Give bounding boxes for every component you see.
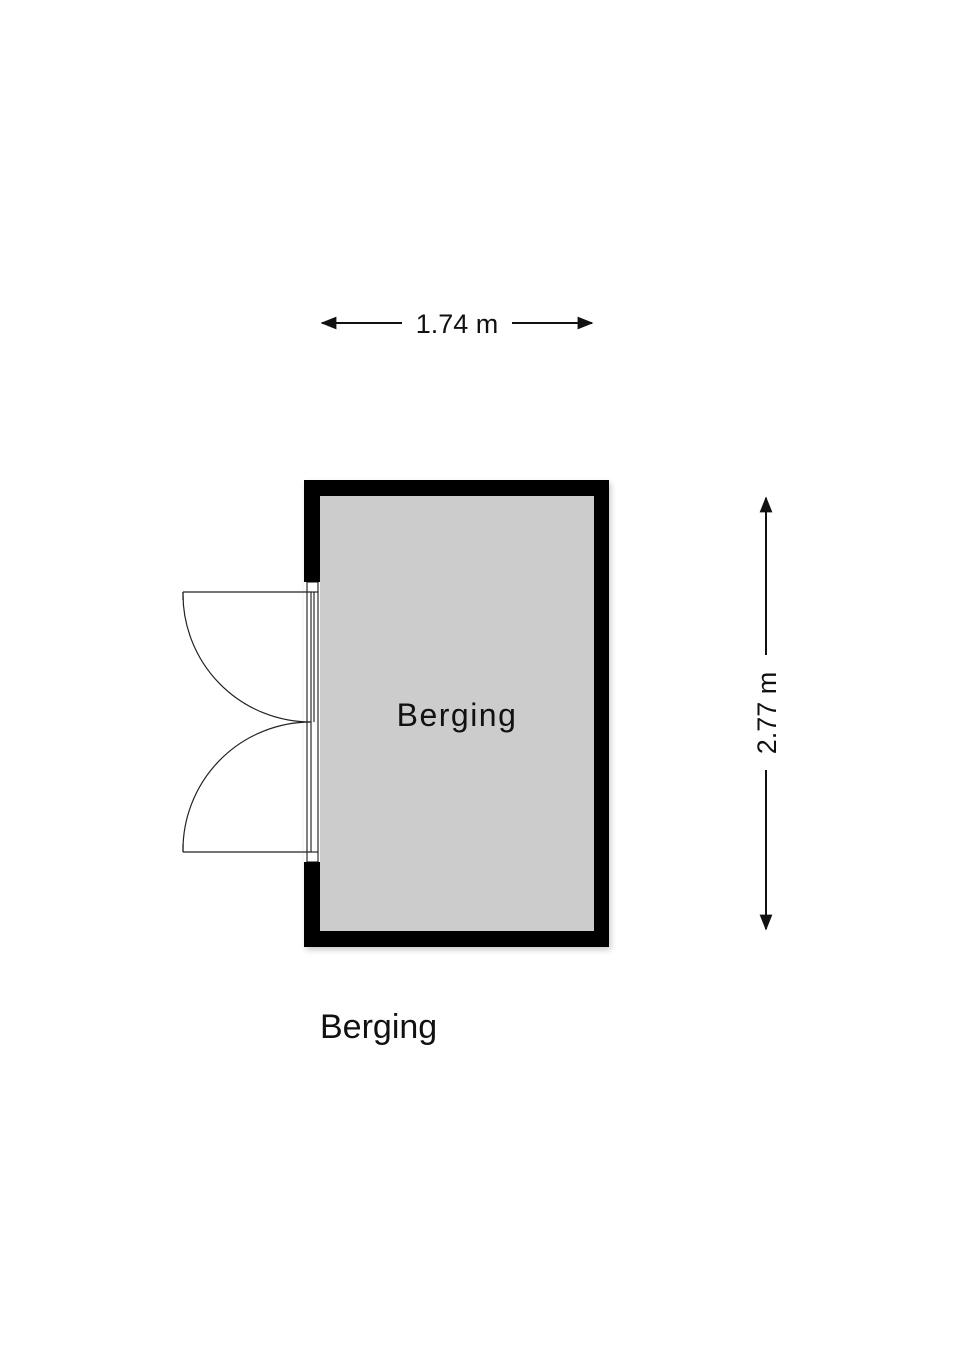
- door-swing-arc-top: [182, 591, 312, 723]
- height-dimension-label: 2.77 m: [752, 672, 782, 755]
- width-dimension-label: 1.74 m: [416, 309, 499, 339]
- room-label: Berging: [397, 697, 518, 733]
- floor-title: Berging: [320, 1008, 437, 1046]
- room-floor: [320, 496, 594, 931]
- width-dimension: 1.74 m: [320, 309, 594, 339]
- door-jamb-top: [306, 581, 319, 593]
- door-jamb-bottom: [306, 851, 319, 863]
- double-door: [182, 591, 312, 853]
- door-swing-arc-bottom: [182, 721, 312, 853]
- height-dimension: 2.77 m: [752, 496, 782, 931]
- room-berging: Berging: [304, 480, 611, 950]
